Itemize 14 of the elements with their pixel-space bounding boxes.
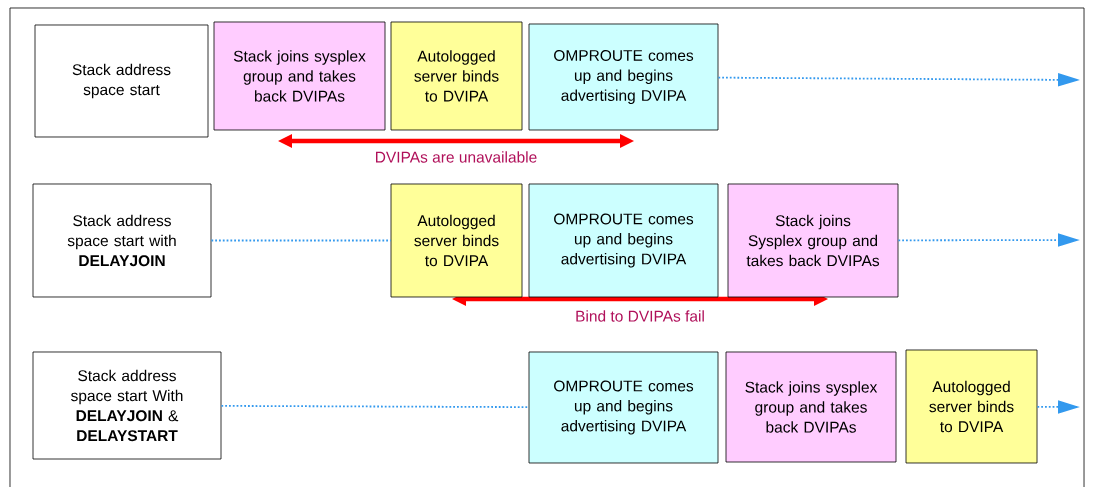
step-box: OMPROUTE comes up and begins advertising DVIPA bbox=[528, 183, 719, 298]
step-box: Stack joins sysplex group and takes back DVIPAs bbox=[213, 21, 386, 131]
start-box: Stack address space start with DELAYJOIN bbox=[32, 183, 212, 298]
step-box: Autologged server binds to DVIPA bbox=[905, 349, 1038, 464]
start-box: Stack address space start bbox=[34, 24, 209, 138]
step-box: OMPROUTE comes up and begins advertising DVIPA bbox=[528, 351, 719, 464]
start-box: Stack address space start With DELAYJOIN & DELAYSTART bbox=[32, 351, 222, 460]
span-label: DVIPAs are unavailable bbox=[376, 151, 537, 163]
step-box: Stack joins Sysplex group and takes back DVIPAs bbox=[727, 183, 899, 298]
step-box: OMPROUTE comes up and begins advertising DVIPA bbox=[528, 23, 719, 131]
step-box: Autologged server binds to DVIPA bbox=[390, 21, 523, 131]
step-box: Autologged server binds to DVIPA bbox=[390, 183, 523, 298]
step-box: Stack joins sysplex group and takes back DVIPAs bbox=[725, 351, 897, 463]
span-label: Bind to DVIPAs fail bbox=[576, 310, 704, 322]
